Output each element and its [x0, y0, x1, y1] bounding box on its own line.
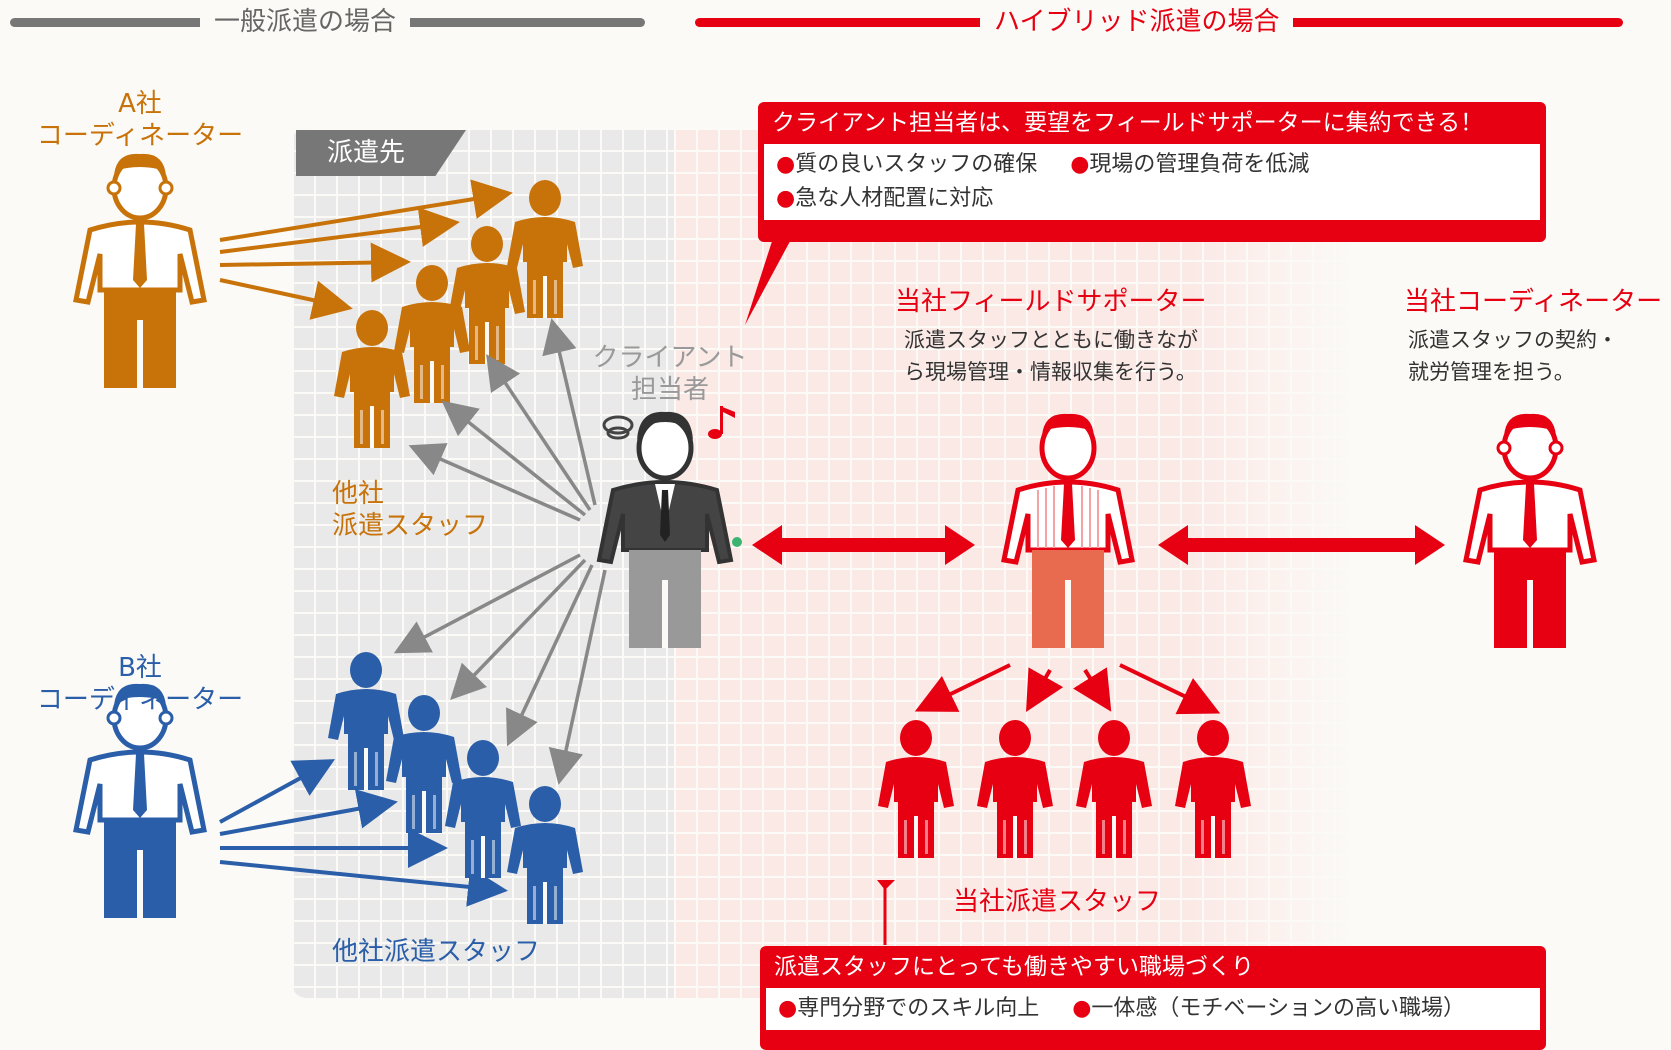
other-staff-a-group: [334, 180, 583, 448]
coordinator-b-icon: [76, 684, 204, 918]
client-icon: [596, 411, 742, 648]
callout-top-body: ●質の良いスタッフの確保 ●現場の管理負荷を低減 ●急な人材配置に対応: [764, 144, 1540, 220]
double-arrow-supporter-coordinator: [1158, 525, 1445, 565]
callout-bottom: 派遣スタッフにとっても働きやすい職場づくり ●専門分野でのスキル向上 ●一体感（…: [760, 946, 1546, 1050]
coordinator-title: 当社コーディネーター: [1404, 287, 1663, 317]
callout-top-item-2: ●現場の管理負荷を低減: [1070, 152, 1310, 177]
company-b-label: B社 コーディネーター: [36, 653, 244, 715]
header-general: 一般派遣の場合: [200, 6, 411, 38]
callout-bottom-item-2: ●一体感（モチベーションの高い職場）: [1072, 996, 1465, 1021]
callout-top: クライアント担当者は、要望をフィールドサポーターに集約できる！ ●質の良いスタッ…: [758, 102, 1546, 242]
callout-bottom-item-1: ●専門分野でのスキル向上: [778, 996, 1040, 1021]
music-note-icon: [708, 406, 735, 439]
arrows-own-staff: [914, 663, 1221, 715]
coordinator-desc: 派遣スタッフの契約・ 就労管理を担う。: [1408, 328, 1618, 384]
own-staff-label: 当社派遣スタッフ: [953, 887, 1162, 917]
arrows-company-a: [219, 179, 513, 320]
field-supporter-icon: [1001, 413, 1135, 648]
callout-top-pointer: [745, 232, 795, 325]
callout-bottom-body: ●専門分野でのスキル向上 ●一体感（モチベーションの高い職場）: [766, 988, 1540, 1030]
callout-top-item-3: ●急な人材配置に対応: [776, 186, 994, 211]
callout-bottom-head: 派遣スタッフにとっても働きやすい職場づくり: [774, 954, 1255, 980]
header-hybrid: ハイブリッド派遣の場合: [980, 6, 1294, 38]
other-staff-a-label: 他社 派遣スタッフ: [332, 479, 489, 541]
destination-tag: 派遣先: [296, 130, 466, 176]
client-label: クライアント 担当者: [592, 343, 748, 405]
double-arrow-client-supporter: [752, 525, 975, 565]
arrows-company-b: [219, 759, 508, 907]
arrows-client: [393, 318, 607, 785]
company-a-label: A社 コーディネーター: [36, 89, 244, 151]
callout-top-item-1: ●質の良いスタッフの確保: [776, 152, 1038, 177]
bubble-icon: [602, 415, 634, 440]
callout-top-head: クライアント担当者は、要望をフィールドサポーターに集約できる！: [772, 110, 1484, 136]
own-coordinator-icon: [1466, 414, 1594, 648]
field-supporter-title: 当社フィールドサポーター: [895, 287, 1207, 317]
other-staff-b-label: 他社派遣スタッフ: [332, 937, 541, 967]
own-staff-group: [878, 720, 1251, 858]
field-supporter-desc: 派遣スタッフとともに働きなが ら現場管理・情報収集を行う。: [904, 328, 1198, 384]
coordinator-a-icon: [76, 154, 204, 388]
